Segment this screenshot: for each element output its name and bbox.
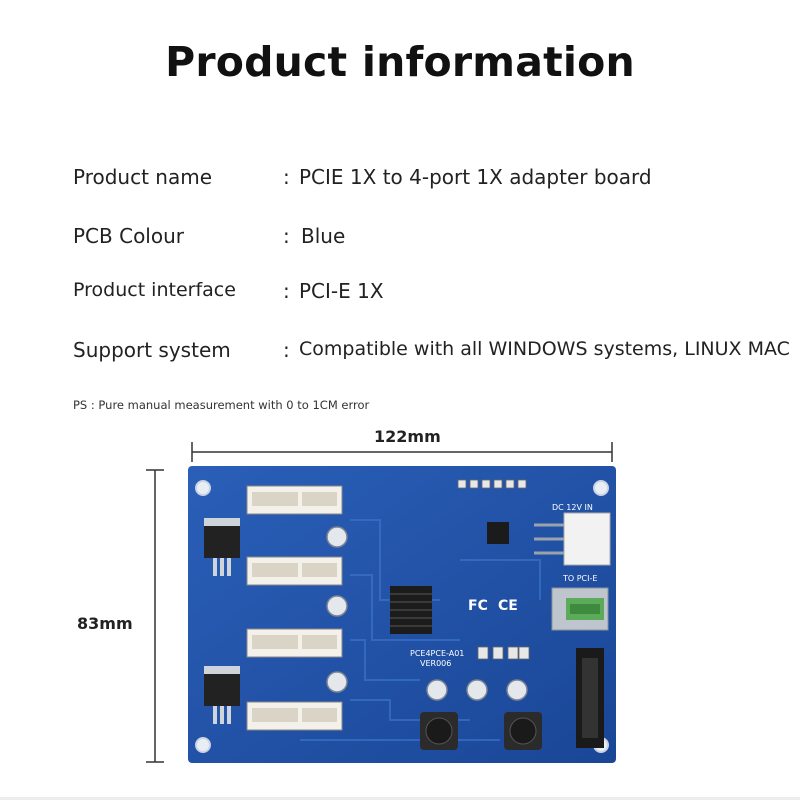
spec-row-support-system: Support system : Compatible with all WIN…	[73, 338, 793, 368]
spec-colon: :	[283, 279, 290, 303]
spec-colon: :	[283, 338, 290, 362]
dc-in-label: DC 12V IN	[552, 503, 593, 512]
version-label: VER006	[420, 659, 451, 668]
spec-row-product-name: Product name : PCIE 1X to 4-port 1X adap…	[73, 165, 793, 195]
model-label: PCE4PCE-A01	[410, 649, 464, 658]
width-dimension-label: 122mm	[374, 427, 441, 446]
spec-value: PCI-E 1X	[299, 279, 384, 303]
to-pcie-label: TO PCI-E	[562, 574, 597, 583]
usb-port	[551, 587, 609, 631]
spec-label: Product name	[73, 165, 213, 189]
spec-value: Compatible with all WINDOWS systems, LIN…	[299, 338, 790, 360]
spec-label: PCB Colour	[73, 224, 184, 248]
measurement-note: PS : Pure manual measurement with 0 to 1…	[73, 398, 370, 412]
fc-mark: FC	[468, 598, 488, 614]
bottom-divider	[0, 797, 800, 800]
page-title: Product information	[165, 38, 635, 86]
spec-colon: :	[283, 165, 290, 189]
spec-label: Product interface	[73, 279, 236, 301]
spec-value: PCIE 1X to 4-port 1X adapter board	[299, 165, 652, 189]
voltage-regulators	[204, 518, 240, 724]
spec-row-product-interface: Product interface : PCI-E 1X	[73, 279, 793, 309]
spec-colon: :	[283, 224, 290, 248]
inductors	[420, 712, 542, 750]
height-dimension-label: 83mm	[77, 614, 133, 633]
pcie-slots	[246, 485, 343, 731]
spec-row-pcb-colour: PCB Colour : Blue	[73, 224, 793, 254]
ce-mark: CE	[498, 598, 518, 614]
power-connector	[534, 512, 611, 566]
capacitors	[326, 526, 528, 701]
spec-label: Support system	[73, 338, 231, 362]
heatsink	[390, 586, 432, 634]
spec-value: Blue	[301, 224, 346, 248]
